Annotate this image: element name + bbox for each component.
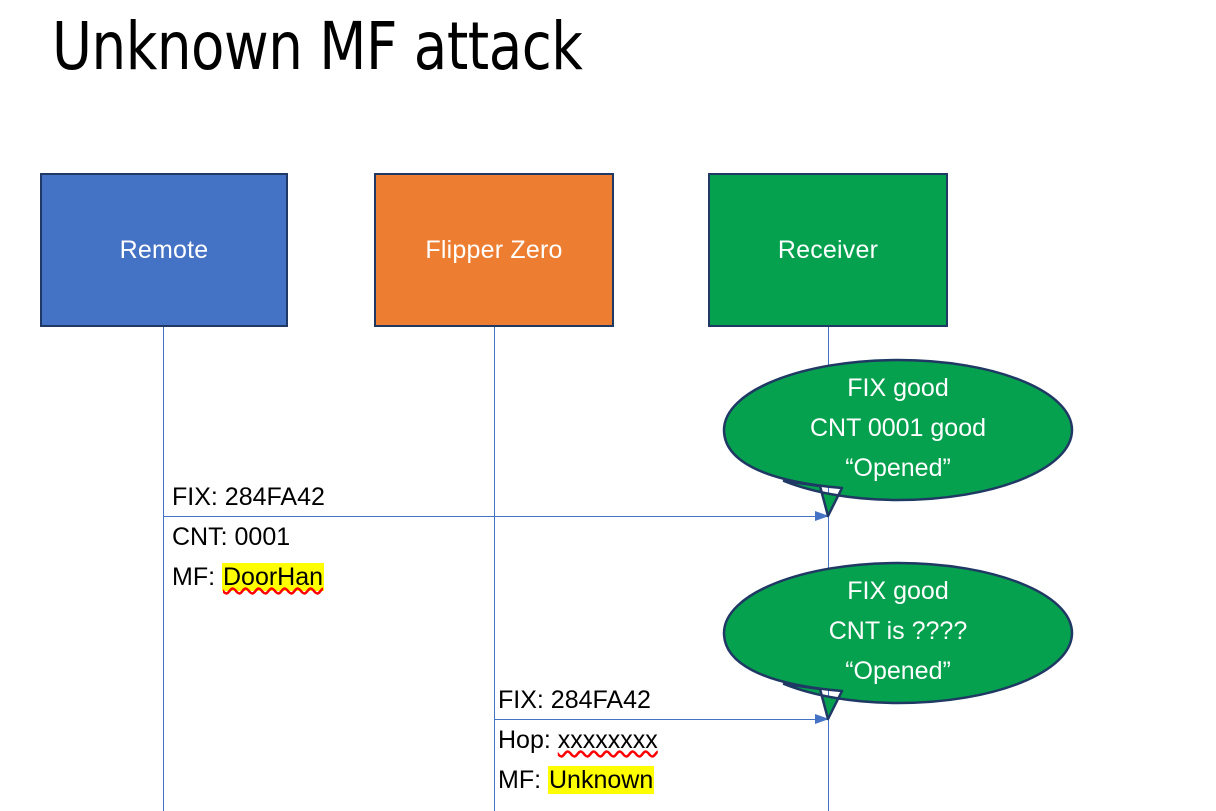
- speech-bubble-receiver-1: FIX good CNT 0001 good “Opened”: [722, 358, 1074, 520]
- message-line-fix-2: FIX: 284FA42: [498, 680, 658, 720]
- message-line-mf-label: MF:: [172, 563, 216, 591]
- message-line-cnt-label: CNT:: [172, 523, 228, 551]
- speech-bubble-shape-1: [722, 358, 1074, 518]
- message-label-1: FIX: 284FA42 CNT: 0001 MF: DoorHan: [172, 477, 325, 597]
- actor-box-remote[interactable]: Remote: [40, 173, 288, 327]
- actor-box-receiver[interactable]: Receiver: [708, 173, 948, 327]
- actor-box-flipper[interactable]: Flipper Zero: [374, 173, 614, 327]
- actor-label-receiver: Receiver: [777, 235, 879, 264]
- message-label-2: FIX: 284FA42 Hop: xxxxxxxx MF: Unknown: [498, 680, 658, 800]
- message-line-fix-2-label: FIX:: [498, 686, 544, 714]
- message-line-mf: MF: DoorHan: [172, 557, 325, 597]
- lifeline-remote: [163, 327, 164, 811]
- message-arrow-remote-to-receiver: [163, 511, 829, 521]
- message-line-fix: FIX: 284FA42: [172, 477, 325, 517]
- message-line-mf-2: MF: Unknown: [498, 760, 658, 800]
- page-title: Unknown MF attack: [52, 8, 583, 85]
- message-arrow-flipper-to-receiver: [494, 714, 829, 724]
- actor-label-remote: Remote: [119, 235, 209, 264]
- message-line-hop-label: Hop:: [498, 726, 551, 754]
- message-line-mf-2-value: Unknown: [548, 766, 655, 794]
- message-line-mf-2-label: MF:: [498, 766, 542, 794]
- message-line-hop-value: xxxxxxxx: [557, 726, 658, 754]
- speech-bubble-receiver-2: FIX good CNT is ???? “Opened”: [722, 561, 1074, 723]
- message-line-cnt: CNT: 0001: [172, 517, 325, 557]
- speech-bubble-shape-2: [722, 561, 1074, 721]
- lifeline-flipper: [494, 327, 495, 811]
- message-line-cnt-value: 0001: [234, 523, 291, 551]
- message-line-mf-value: DoorHan: [222, 563, 325, 591]
- actor-label-flipper: Flipper Zero: [425, 235, 563, 264]
- message-line-fix-value: 284FA42: [224, 483, 325, 511]
- message-line-hop: Hop: xxxxxxxx: [498, 720, 658, 760]
- message-line-fix-label: FIX:: [172, 483, 218, 511]
- message-line-fix-2-value: 284FA42: [550, 686, 651, 714]
